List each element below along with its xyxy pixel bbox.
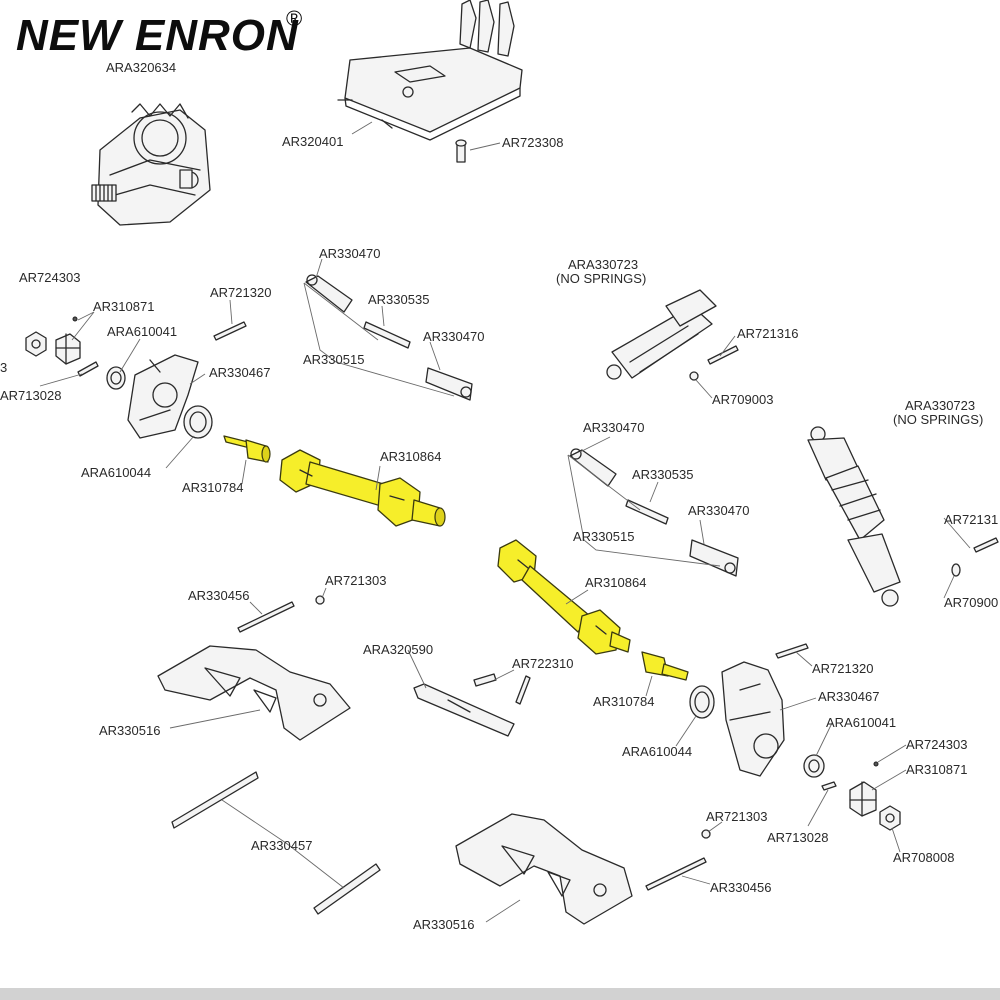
part-label: AR330470 [583, 420, 644, 435]
part-label: AR713028 [0, 388, 61, 403]
hinge-pin-parts [237, 595, 809, 705]
part-label: AR330456 [188, 588, 249, 603]
left-hub-carrier-part [127, 354, 213, 439]
part-label: AR330457 [251, 838, 312, 853]
front-shock-part [606, 289, 717, 380]
part-label: AR721320 [210, 285, 271, 300]
bottom-strip [0, 988, 1000, 1000]
steering-link-part [413, 683, 515, 737]
part-label: AR713028 [767, 830, 828, 845]
part-label: AR330470 [688, 503, 749, 518]
part-label: ARA320590 [363, 642, 433, 657]
rear-lower-arm-part [455, 813, 633, 925]
shock-pin-part [689, 345, 739, 381]
part-label: AR330515 [303, 352, 364, 367]
part-label: ARA320634 [106, 60, 176, 75]
part-label: AR330535 [632, 467, 693, 482]
part-label: AR330470 [423, 329, 484, 344]
left-pin-part [213, 321, 247, 341]
part-label: AR330456 [710, 880, 771, 895]
part-label: AR722310 [512, 656, 573, 671]
part-label: AR310864 [585, 575, 646, 590]
part-label: AR320401 [282, 134, 343, 149]
part-label: AR721316 [737, 326, 798, 341]
part-labels: ARA320634 AR320401 AR723308 AR330470 AR7… [0, 60, 998, 932]
front-lower-arm-part [157, 645, 351, 741]
part-label: AR330467 [818, 689, 879, 704]
brand-logo: NEW ENRON ® [16, 6, 302, 60]
part-label: AR330516 [413, 917, 474, 932]
part-label: AR310864 [380, 449, 441, 464]
right-hub-carrier-part [689, 661, 785, 777]
skid-plate-part [337, 0, 523, 141]
part-label: AR70900 [944, 595, 998, 610]
part-label: AR721320 [812, 661, 873, 676]
part-label: ARA610044 [622, 744, 692, 759]
part-label: 3 [0, 360, 7, 375]
screw-part [455, 139, 467, 163]
part-label: AR310784 [182, 480, 243, 495]
long-pin-parts [171, 771, 707, 915]
right-driveshaft-part [497, 539, 631, 655]
left-driveshaft-part [279, 449, 446, 527]
right-link-parts [569, 448, 739, 577]
part-label: AR721303 [706, 809, 767, 824]
right-stub-axle-part [641, 651, 689, 681]
left-hardware-parts [25, 316, 126, 390]
part-label: AR721303 [325, 573, 386, 588]
part-label: AR72131 [944, 512, 998, 527]
part-label: ARA330723 [905, 398, 975, 413]
left-stub-axle-part [223, 435, 271, 463]
rear-shock-part [807, 426, 901, 607]
part-label: AR330516 [99, 723, 160, 738]
part-label: AR708008 [893, 850, 954, 865]
part-label: AR723308 [502, 135, 563, 150]
part-label: ARA610041 [826, 715, 896, 730]
part-label: AR724303 [906, 737, 967, 752]
part-label: AR330470 [319, 246, 380, 261]
part-label: AR310871 [93, 299, 154, 314]
brand-name: NEW ENRON [16, 11, 299, 60]
part-label: ARA610044 [81, 465, 151, 480]
part-label: AR310871 [906, 762, 967, 777]
part-label: AR310784 [593, 694, 654, 709]
left-link-parts [305, 274, 473, 401]
right-hardware-parts [701, 754, 901, 839]
part-label: AR330515 [573, 529, 634, 544]
registered-mark: ® [286, 6, 302, 31]
part-label: AR330467 [209, 365, 270, 380]
part-label: (NO SPRINGS) [556, 271, 646, 286]
rear-shock-hardware [951, 537, 999, 577]
leader-lines [39, 121, 971, 923]
differential-part [91, 103, 211, 226]
part-label: ARA330723 [568, 257, 638, 272]
part-label: (NO SPRINGS) [893, 412, 983, 427]
part-label: AR724303 [19, 270, 80, 285]
part-label: ARA610041 [107, 324, 177, 339]
part-label: AR709003 [712, 392, 773, 407]
part-label: AR330535 [368, 292, 429, 307]
